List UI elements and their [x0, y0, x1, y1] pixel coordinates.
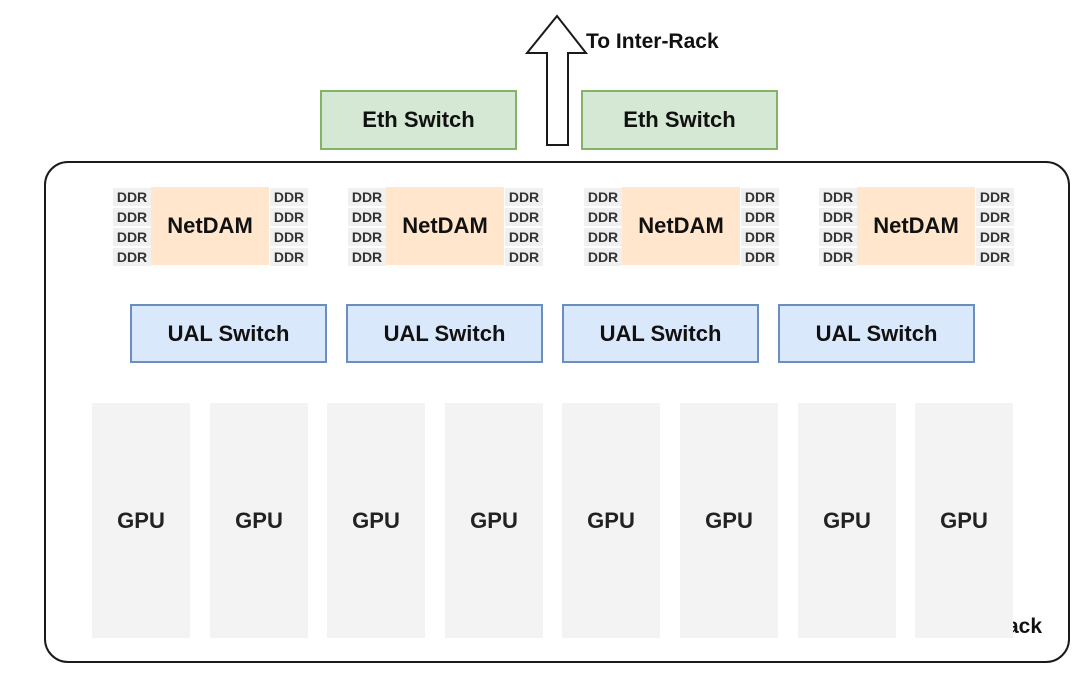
- ddr-module: DDR: [819, 188, 857, 206]
- ddr-module: DDR: [584, 228, 622, 246]
- gpu-block: GPU: [562, 403, 660, 638]
- netdam-node: NetDAM: [386, 187, 504, 265]
- gpu-block: GPU: [210, 403, 308, 638]
- ddr-column-right: DDR DDR DDR DDR: [505, 188, 543, 266]
- ddr-module: DDR: [505, 248, 543, 266]
- ddr-module: DDR: [976, 248, 1014, 266]
- ddr-module: DDR: [741, 188, 779, 206]
- ual-switch: UAL Switch: [562, 304, 759, 363]
- inter-rack-label: To Inter-Rack: [586, 30, 719, 53]
- gpu-block: GPU: [915, 403, 1013, 638]
- ddr-module: DDR: [270, 228, 308, 246]
- ddr-module: DDR: [348, 228, 386, 246]
- ddr-module: DDR: [270, 208, 308, 226]
- up-arrow-icon: [524, 14, 589, 146]
- ddr-column-left: DDR DDR DDR DDR: [584, 188, 622, 266]
- ddr-module: DDR: [270, 248, 308, 266]
- ddr-column-right: DDR DDR DDR DDR: [741, 188, 779, 266]
- ddr-column-right: DDR DDR DDR DDR: [270, 188, 308, 266]
- gpu-block: GPU: [92, 403, 190, 638]
- ddr-module: DDR: [741, 248, 779, 266]
- ddr-module: DDR: [976, 208, 1014, 226]
- ddr-module: DDR: [741, 208, 779, 226]
- netdam-node: NetDAM: [857, 187, 975, 265]
- ddr-module: DDR: [113, 188, 151, 206]
- eth-switch: Eth Switch: [581, 90, 778, 150]
- ddr-column-left: DDR DDR DDR DDR: [113, 188, 151, 266]
- ddr-module: DDR: [819, 248, 857, 266]
- ddr-module: DDR: [819, 208, 857, 226]
- ddr-module: DDR: [505, 228, 543, 246]
- ddr-module: DDR: [505, 188, 543, 206]
- netdam-node: NetDAM: [622, 187, 740, 265]
- gpu-block: GPU: [445, 403, 543, 638]
- ddr-module: DDR: [584, 188, 622, 206]
- ddr-module: DDR: [348, 248, 386, 266]
- ddr-module: DDR: [270, 188, 308, 206]
- netdam-node: NetDAM: [151, 187, 269, 265]
- ddr-module: DDR: [976, 188, 1014, 206]
- ddr-column-left: DDR DDR DDR DDR: [819, 188, 857, 266]
- ddr-module: DDR: [113, 208, 151, 226]
- ddr-module: DDR: [505, 208, 543, 226]
- ual-switch: UAL Switch: [778, 304, 975, 363]
- ddr-module: DDR: [113, 228, 151, 246]
- ddr-column-left: DDR DDR DDR DDR: [348, 188, 386, 266]
- ddr-module: DDR: [348, 208, 386, 226]
- ddr-module: DDR: [348, 188, 386, 206]
- ddr-module: DDR: [976, 228, 1014, 246]
- ual-switch: UAL Switch: [130, 304, 327, 363]
- ddr-column-right: DDR DDR DDR DDR: [976, 188, 1014, 266]
- gpu-block: GPU: [327, 403, 425, 638]
- ddr-module: DDR: [741, 228, 779, 246]
- ddr-module: DDR: [819, 228, 857, 246]
- gpu-block: GPU: [680, 403, 778, 638]
- eth-switch: Eth Switch: [320, 90, 517, 150]
- ddr-module: DDR: [113, 248, 151, 266]
- ddr-module: DDR: [584, 248, 622, 266]
- gpu-block: GPU: [798, 403, 896, 638]
- ddr-module: DDR: [584, 208, 622, 226]
- ual-switch: UAL Switch: [346, 304, 543, 363]
